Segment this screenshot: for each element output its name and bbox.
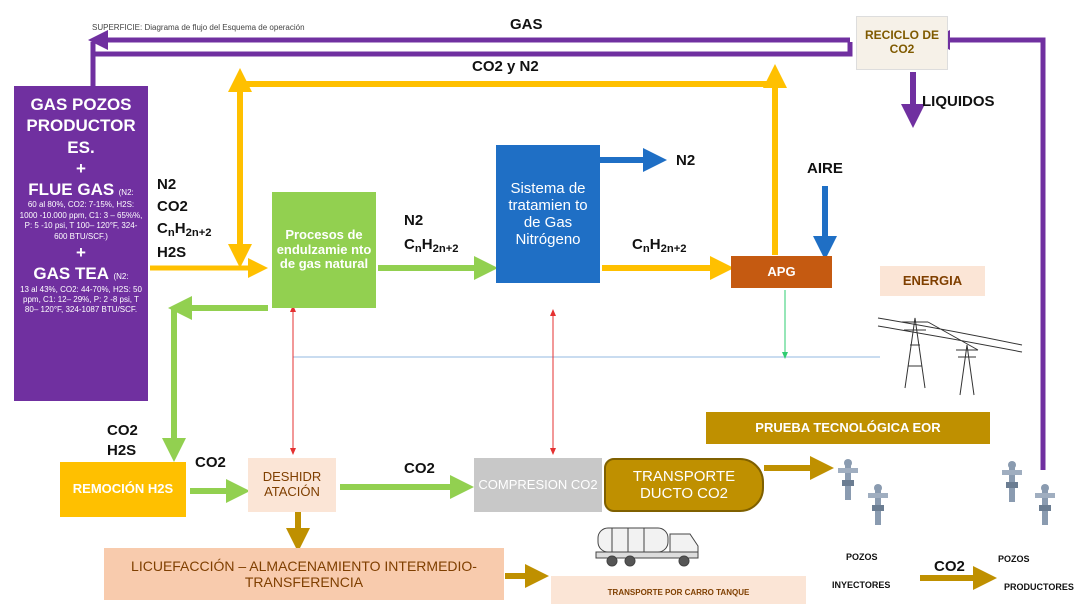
- injector-wells-illustration: [838, 459, 888, 525]
- left-h2s-label: H2S: [107, 442, 137, 459]
- remocion-co2-label: CO2: [195, 454, 226, 471]
- feed-h2s-label: H2S: [157, 244, 187, 261]
- pozos-inyectores-label-1: POZOS: [846, 552, 878, 562]
- prueba-eor-box: PRUEBA TECNOLÓGICA EOR: [706, 412, 990, 444]
- producers-line3: ES.: [67, 137, 95, 157]
- right-hydrocarbon-label: CnH2n+2: [632, 236, 687, 255]
- pozos-productores-label-1: POZOS: [998, 554, 1030, 564]
- sistema-nitrogeno-box: Sistema de tratamien to de Gas Nitrógeno: [496, 145, 600, 283]
- producers-line2: PRODUCTOR: [26, 116, 136, 136]
- tanker-truck-illustration: [595, 527, 699, 567]
- energy-lines: [290, 290, 880, 455]
- liquidos-label: LIQUIDOS: [922, 93, 995, 110]
- gas-recycle-line: [88, 30, 853, 86]
- gas-tea-heading: GAS TEA (N2:: [33, 264, 129, 284]
- feed-hydrocarbon-label: CnH2n+2: [157, 220, 212, 239]
- co2-n2-label: CO2 y N2: [472, 58, 539, 75]
- diagram-title: SUPERFICIE: Diagrama de flujo del Esquem…: [92, 23, 305, 32]
- left-co2-label: CO2: [107, 422, 138, 439]
- remocion-h2s-box: REMOCIÓN H2S: [60, 462, 186, 517]
- power-tower-illustration: [877, 317, 1023, 396]
- flue-gas-heading: FLUE GAS (N2:: [28, 180, 134, 199]
- pozos-inyectores-label-2: INYECTORES: [832, 580, 891, 590]
- feed-co2-label: CO2: [157, 198, 188, 215]
- licuefaccion-box: LICUEFACCIÓN – ALMACENAMIENTO INTERMEDIO…: [104, 548, 504, 600]
- aire-label: AIRE: [807, 160, 843, 177]
- deshidr-co2-label: CO2: [404, 460, 435, 477]
- gas-label: GAS: [510, 16, 543, 33]
- mid-n2-label: N2: [404, 212, 424, 229]
- pozos-productores-label-2: PRODUCTORES: [1004, 582, 1074, 592]
- endulzamiento-box: Procesos de endulzamie nto de gas natura…: [272, 192, 376, 308]
- gas-tea-detail: 13 al 43%, CO2: 44-70%, H2S: 50 ppm, C1:…: [20, 284, 142, 315]
- n2-out-label: N2: [676, 152, 696, 169]
- feed-n2-label: N2: [157, 176, 177, 193]
- co2-n2-loop: [228, 64, 787, 268]
- reciclo-co2-box: RECICLO DE CO2: [856, 16, 948, 70]
- plus-sign-2: +: [76, 242, 86, 262]
- carro-tanque-box: TRANSPORTE POR CARRO TANQUE: [551, 576, 806, 604]
- transporte-ducto-box: TRANSPORTE DUCTO CO2: [604, 458, 764, 512]
- compresion-co2-box: COMPRESION CO2: [474, 458, 602, 512]
- deshidratacion-box: DESHIDR ATACIÓN: [248, 458, 336, 512]
- producers-gas-box: GAS POZOS PRODUCTOR ES. + FLUE GAS (N2: …: [14, 86, 148, 401]
- plus-sign-1: +: [76, 158, 86, 178]
- producer-wells-illustration: [1002, 461, 1055, 525]
- producer-to-reciclo-line: [930, 30, 1046, 470]
- apg-box: APG: [731, 256, 832, 288]
- mid-hydrocarbon-label: CnH2n+2: [404, 236, 459, 255]
- wells-co2-label: CO2: [934, 558, 965, 575]
- energia-box: ENERGIA: [880, 266, 985, 296]
- producers-line1: GAS POZOS: [30, 95, 132, 114]
- flue-gas-detail: 60 al 80%, CO2: 7-15%, H2S: 1000 -10.000…: [19, 200, 143, 241]
